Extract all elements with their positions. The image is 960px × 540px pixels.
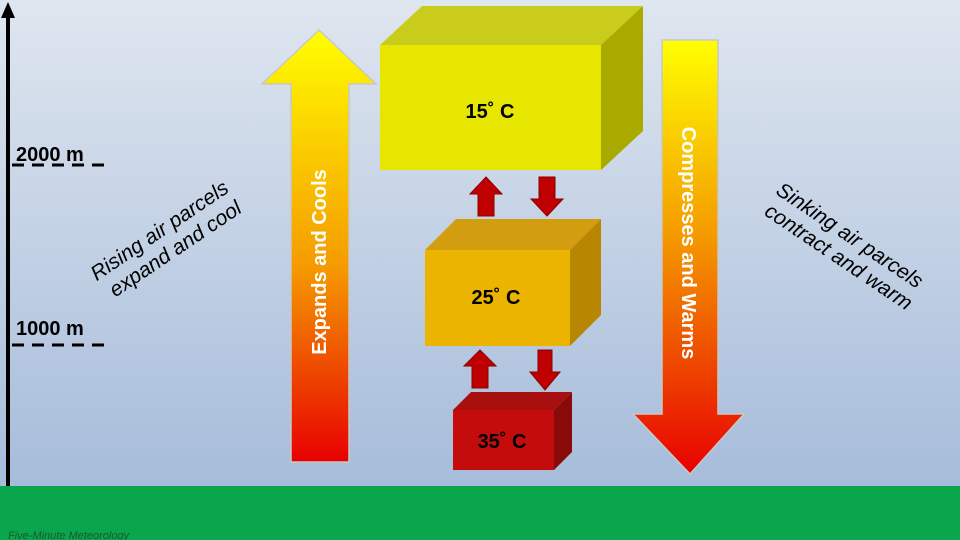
parcel-top-face: [453, 392, 572, 410]
parcel-temperature: 35˚ C: [478, 430, 527, 453]
sinking-arrow-label: Compresses and Warms: [677, 127, 699, 360]
sinking-arrow-shape: [631, 39, 746, 476]
parcel-top-face: [380, 6, 643, 45]
exchange-arrows-lower: [462, 349, 562, 391]
rising-arrow: Expands and Cools: [260, 28, 378, 463]
small-down-arrow: [528, 349, 562, 391]
parcel-side-face: [554, 392, 572, 470]
altitude-axis: 2000 m 1000 m: [1, 2, 106, 486]
sinking-arrow: Compresses and Warms: [631, 39, 746, 476]
parcel-temperature: 15˚ C: [466, 100, 515, 123]
rising-arrow-shape: [260, 28, 378, 463]
parcel-front-face: [453, 410, 554, 470]
axis-arrowhead: [1, 2, 15, 18]
credit-text: Five-Minute Meteorology: [8, 530, 131, 540]
small-up-arrow: [462, 349, 498, 389]
parcel-top-face: [425, 219, 601, 250]
rising-arrow-label: Expands and Cools: [309, 169, 331, 355]
small-up-arrow: [468, 176, 504, 217]
parcel-side-face: [601, 6, 643, 170]
altitude-label-1000: 1000 m: [16, 318, 84, 340]
parcel-25c: 25˚ C: [425, 219, 601, 346]
parcel-side-face: [570, 219, 601, 346]
small-down-arrow: [529, 176, 565, 217]
parcel-temperature: 25˚ C: [472, 286, 521, 309]
ground: [0, 486, 960, 540]
parcel-35c: 35˚ C: [453, 392, 572, 470]
parcel-15c: 15˚ C: [380, 6, 643, 170]
exchange-arrows-upper: [468, 176, 565, 217]
parcel-front-face: [380, 45, 601, 170]
altitude-label-2000: 2000 m: [16, 144, 84, 166]
parcel-front-face: [425, 250, 570, 346]
